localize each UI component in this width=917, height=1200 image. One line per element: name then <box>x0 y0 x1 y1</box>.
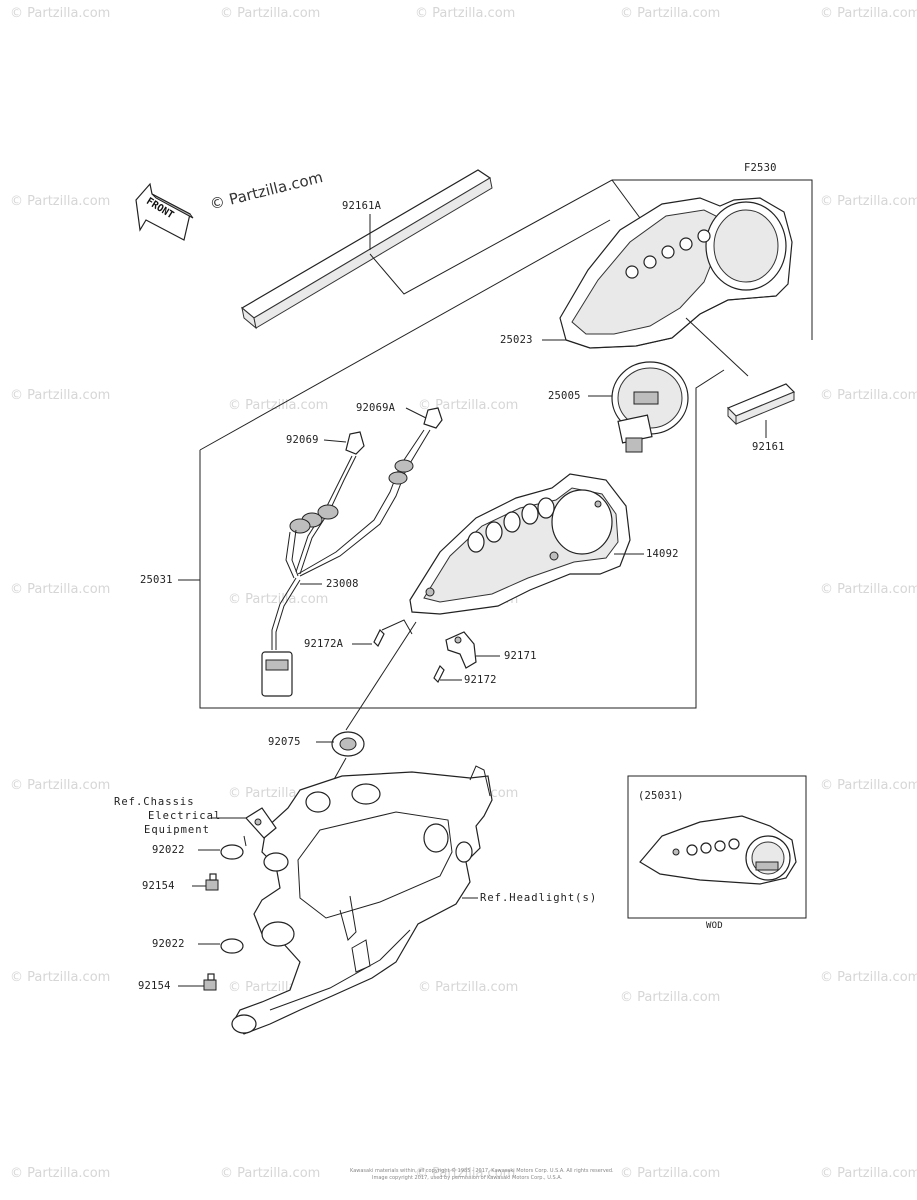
part-92172a-screw <box>373 628 385 648</box>
leader-92069 <box>323 439 347 443</box>
bracket-assy <box>231 765 493 1035</box>
watermark: © Partzilla.com <box>418 398 519 413</box>
label-92154-2: 92154 <box>138 980 171 992</box>
label-92022-2: 92022 <box>152 938 185 950</box>
watermark: © Partzilla.com <box>10 6 111 21</box>
watermark: © Partzilla.com <box>10 1166 111 1181</box>
part-25023-meter-cover <box>559 197 793 349</box>
part-92022-washer-2 <box>220 938 244 954</box>
footer-line-2: Image copyright 2017, used by permission… <box>372 1175 563 1181</box>
inset-meter <box>639 815 797 885</box>
watermark: © Partzilla.com <box>415 6 516 21</box>
label-inset-ref: (25031) <box>638 790 684 802</box>
watermark: © Partzilla.com <box>820 388 917 403</box>
watermark: © Partzilla.com <box>228 592 329 607</box>
footer-line-1: Kawasaki materials within, all copyright… <box>350 1168 614 1174</box>
label-f2530: F2530 <box>744 162 777 174</box>
label-92172a: 92172A <box>304 638 344 650</box>
label-92069: 92069 <box>286 434 319 446</box>
frame-top <box>612 179 813 340</box>
label-92161: 92161 <box>752 441 785 453</box>
watermark: © Partzilla.com <box>820 582 917 597</box>
label-inset-caption: WOD <box>706 921 723 931</box>
label-92069a: 92069A <box>356 402 396 414</box>
watermark: © Partzilla.com <box>418 980 519 995</box>
part-92069a-bulb <box>423 407 443 429</box>
part-25005-meter-assy <box>611 361 689 453</box>
leader-92161a-to-cover <box>369 179 641 295</box>
watermark: © Partzilla.com <box>620 990 721 1005</box>
watermark: © Partzilla.com <box>415 1166 516 1181</box>
label-electrical: Electrical <box>148 810 222 822</box>
part-92069-bulb <box>345 431 365 455</box>
label-92022-1: 92022 <box>152 844 185 856</box>
part-ref-chassis-tab <box>245 807 277 839</box>
watermark: © Partzilla.com <box>820 6 917 21</box>
leader-ref-chassis-2 <box>243 835 247 847</box>
part-92171-clamp <box>445 631 477 669</box>
watermark: © Partzilla.com <box>820 778 917 793</box>
watermark: © Partzilla.com <box>10 388 111 403</box>
leader-92075-to-case <box>345 621 417 731</box>
label-ref-chassis: Ref.Chassis <box>114 796 195 808</box>
watermark: © Partzilla.com <box>10 778 111 793</box>
front-arrow-icon <box>135 182 194 241</box>
label-92075: 92075 <box>268 736 301 748</box>
label-92154-1: 92154 <box>142 880 175 892</box>
label-25005: 25005 <box>548 390 581 402</box>
part-92161a-strip <box>240 169 493 330</box>
leader-92172a-to-case <box>381 619 413 635</box>
part-92161-strip <box>726 383 796 426</box>
inset-box <box>627 775 807 919</box>
watermark: © Partzilla.com <box>220 1166 321 1181</box>
part-92154-bolt-2 <box>203 973 217 991</box>
watermark: © Partzilla.com <box>10 970 111 985</box>
leader-cover-to-92161 <box>685 317 749 377</box>
watermark: © Partzilla.com <box>228 398 329 413</box>
watermark: © Partzilla.com <box>820 970 917 985</box>
part-92022-washer-1 <box>220 844 244 860</box>
part-92154-bolt-1 <box>205 873 219 891</box>
watermark: © Partzilla.com <box>820 194 917 209</box>
part-92075-grommet <box>331 731 365 757</box>
watermark: © Partzilla.com <box>10 194 111 209</box>
label-92171: 92171 <box>504 650 537 662</box>
frame-25031-top <box>199 219 611 451</box>
part-14092-meter-case <box>409 473 631 615</box>
frame-25031 <box>199 369 725 709</box>
label-14092: 14092 <box>646 548 679 560</box>
label-ref-headlight: Ref.Headlight(s) <box>480 892 598 904</box>
watermark: © Partzilla.com <box>220 6 321 21</box>
label-23008: 23008 <box>326 578 359 590</box>
watermark: © Partzilla.com <box>820 1166 917 1181</box>
label-25031: 25031 <box>140 574 173 586</box>
label-92161a: 92161A <box>342 200 382 212</box>
watermark: © Partzilla.com <box>620 1166 721 1181</box>
leader-92069a <box>405 407 427 419</box>
label-equipment: Equipment <box>144 824 210 836</box>
watermark: © Partzilla.com <box>620 6 721 21</box>
label-92172: 92172 <box>464 674 497 686</box>
label-25023: 25023 <box>500 334 533 346</box>
watermark: © Partzilla.com <box>10 582 111 597</box>
part-92172-screw <box>433 664 445 684</box>
part-23008-harness <box>261 429 431 697</box>
